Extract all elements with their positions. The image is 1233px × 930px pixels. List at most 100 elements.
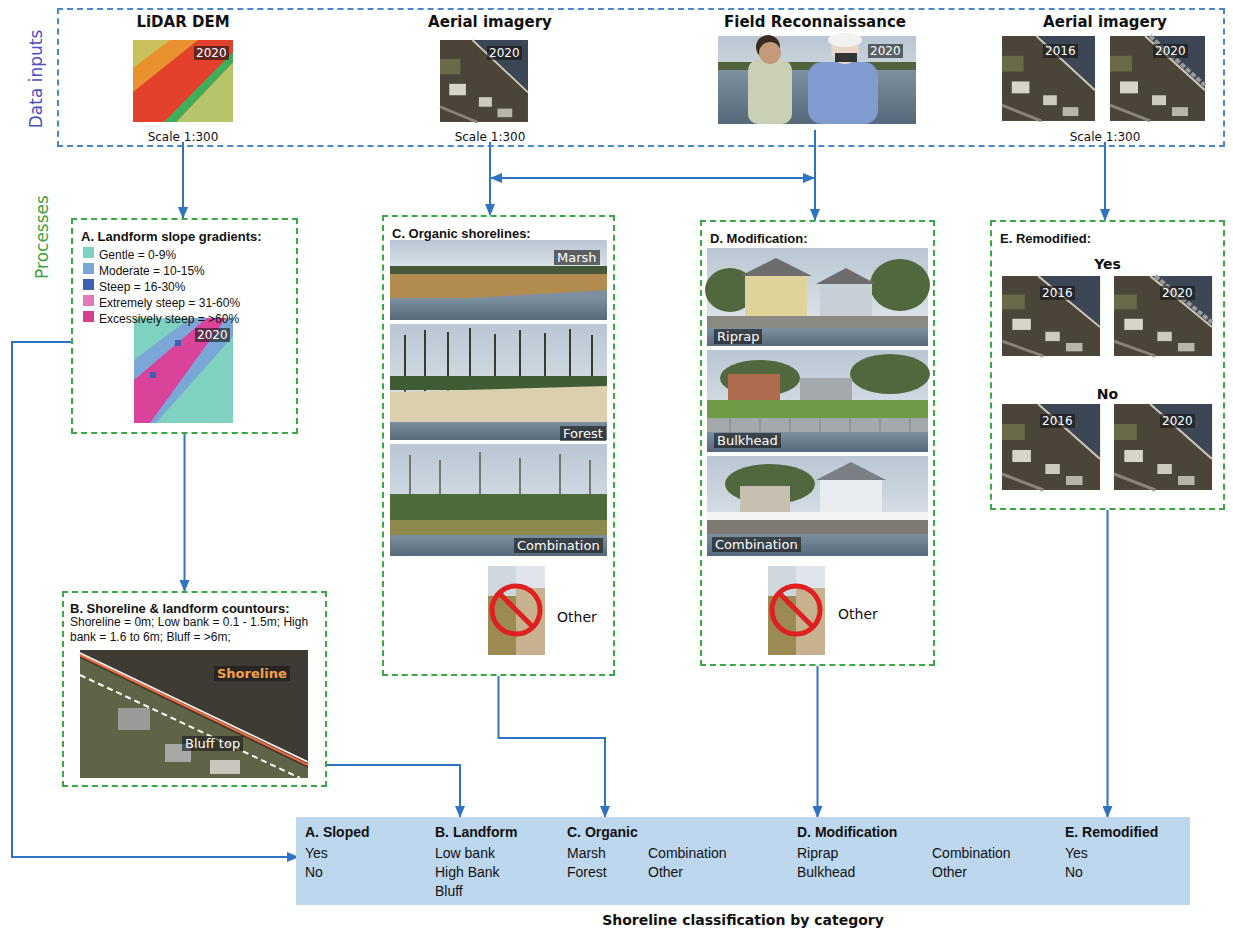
input-item: Aerial imagery2020Scale 1:300 xyxy=(425,12,555,142)
illustration-line xyxy=(790,418,791,432)
illustration-circle xyxy=(772,586,820,634)
text-holder: B. Shoreline & landform countours: xyxy=(70,598,290,617)
illustration-polygon xyxy=(740,258,812,276)
illustration-rect xyxy=(835,53,857,62)
section-label: Processes xyxy=(32,195,52,279)
node-text: Yes xyxy=(305,845,328,861)
illustration-polygon xyxy=(816,462,886,480)
node-text: 2020 xyxy=(1160,286,1195,300)
node-heading: C. Organic shorelines: xyxy=(392,226,531,241)
node-text: Combination xyxy=(932,845,1011,861)
illustration-rect xyxy=(390,298,607,320)
node-heading: E. Remodified: xyxy=(1000,231,1091,246)
flow-arrow xyxy=(184,434,186,591)
text-holder: Yes xyxy=(992,254,1223,273)
text-holder: Aerial imagery xyxy=(425,12,555,31)
text-holder: Scale 1:300 xyxy=(995,126,1215,145)
node-text: Other xyxy=(932,864,967,880)
text-holder: 2020 xyxy=(1153,40,1188,59)
node-text: Marsh xyxy=(567,845,606,861)
text-holder: Shoreline xyxy=(214,663,290,682)
illustration-circle xyxy=(492,586,540,634)
text-holder: No xyxy=(305,862,323,881)
illustration-rect xyxy=(390,494,607,520)
illustration-rect xyxy=(390,324,607,440)
text-holder: Low bank xyxy=(435,843,495,862)
node-text: Scale 1:300 xyxy=(1070,130,1141,144)
text-holder: Data inputs xyxy=(26,14,46,144)
illustration-ellipse xyxy=(850,354,930,394)
illustration-ellipse xyxy=(870,259,930,311)
illustration-polygon xyxy=(133,40,170,68)
node-heading: Shoreline classification by category xyxy=(602,912,884,928)
illustration-rect xyxy=(133,40,233,122)
node-text: Other xyxy=(557,609,597,625)
text-holder: 2020 xyxy=(1160,410,1195,429)
text-holder: Scale 1:300 xyxy=(118,126,248,145)
flow-arrow xyxy=(817,666,819,817)
node-text: Combination xyxy=(712,537,801,552)
legend-swatch xyxy=(83,247,94,258)
illustration-use xyxy=(440,40,528,122)
illustration-line xyxy=(80,675,300,778)
illustration-rect xyxy=(707,512,928,520)
text-holder: Shoreline = 0m; Low bank = 0.1 - 1.5m; H… xyxy=(70,615,322,645)
text-holder: Combination xyxy=(648,843,727,862)
node-text: Bulkhead xyxy=(714,433,781,448)
text-holder: Steep = 16-30% xyxy=(99,276,185,295)
text-holder: 2020 xyxy=(194,42,229,61)
flow-arrow xyxy=(489,142,491,215)
text-holder: Forest xyxy=(567,862,607,881)
illustration-ellipse xyxy=(828,33,862,47)
node-text: 2016 xyxy=(1040,286,1075,300)
text-holder: Excessively steep = >60% xyxy=(99,308,239,327)
node-heading: A. Landform slope gradients: xyxy=(81,229,262,244)
illustration-line xyxy=(730,418,731,432)
node-text: High Bank xyxy=(435,864,500,880)
process-box: A. Landform slope gradients:2020Gentle =… xyxy=(71,218,298,434)
node-text: 2020 xyxy=(1160,414,1195,428)
illustration-line xyxy=(850,418,851,432)
illustration-polygon xyxy=(80,658,308,778)
input-panel: Data inputsLiDAR DEM2020Scale 1:300Aeria… xyxy=(57,8,1225,147)
node-heading: B. Landform xyxy=(435,824,517,840)
node-text: Scale 1:300 xyxy=(455,130,526,144)
node-text: Bluff xyxy=(435,883,463,899)
text-holder: D. Modification: xyxy=(710,228,808,247)
text-holder: A. Sloped xyxy=(305,822,370,841)
text-holder: Extremely steep = 31-60% xyxy=(99,292,240,311)
text-holder: B. Landform xyxy=(435,822,517,841)
node-text: Other xyxy=(648,864,683,880)
node-text: Bluff top xyxy=(182,736,243,751)
illustration-line xyxy=(820,418,821,432)
illustration-rect xyxy=(390,422,607,440)
text-holder: Shoreline classification by category xyxy=(296,910,1190,929)
text-holder: Yes xyxy=(1065,843,1088,862)
flow-arrow xyxy=(12,342,298,857)
illustration-rect xyxy=(118,708,150,730)
legend-swatch xyxy=(83,295,94,306)
illustration-line xyxy=(880,418,881,432)
illustration-rect xyxy=(390,520,607,535)
legend-text: Steep = 16-30% xyxy=(99,280,185,294)
legend-text: Excessively steep = >60% xyxy=(99,312,239,326)
text-holder: Combination xyxy=(932,843,1011,862)
node-text: Combination xyxy=(648,845,727,861)
text-holder: Gentle = 0-9% xyxy=(99,244,176,263)
text-holder: No xyxy=(992,384,1223,403)
illustration-rect xyxy=(808,62,878,124)
text-holder: Riprap xyxy=(797,843,838,862)
text-holder: Moderate = 10-15% xyxy=(99,260,205,279)
text-holder: Other xyxy=(557,607,597,626)
node-heading: D. Modification xyxy=(797,824,897,840)
text-holder: Other xyxy=(932,862,967,881)
text-holder: No xyxy=(1065,862,1083,881)
text-holder: Yes xyxy=(305,843,328,862)
text-holder: High Bank xyxy=(435,862,500,881)
text-holder: Other xyxy=(838,604,878,623)
text-holder: 2016 xyxy=(1043,40,1078,59)
illustration-use xyxy=(1002,404,1100,490)
illustration-polygon xyxy=(134,318,233,423)
illustration-polygon xyxy=(390,386,607,422)
